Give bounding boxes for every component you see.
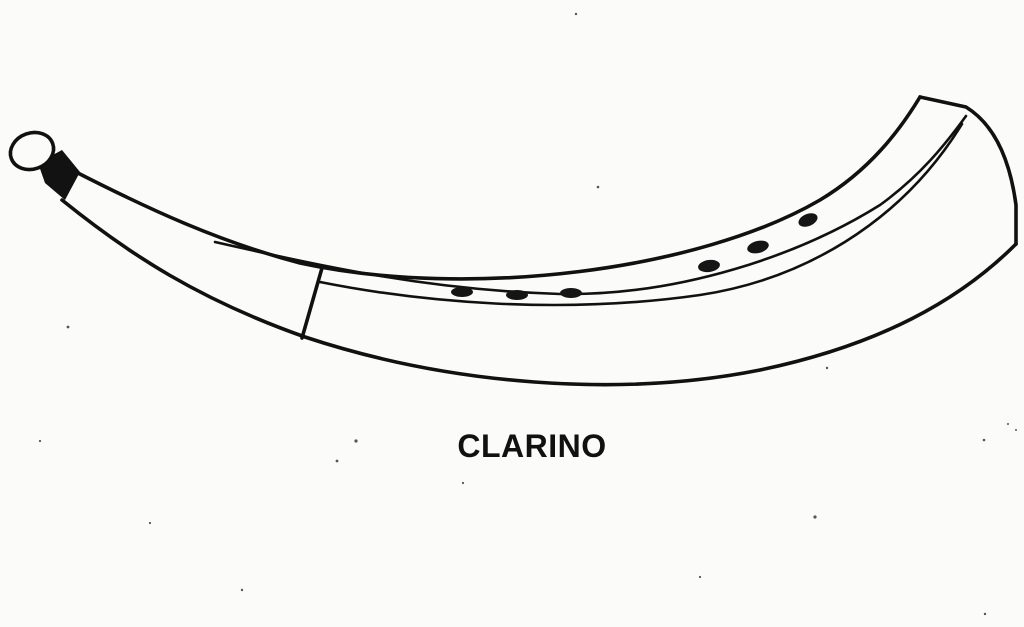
finger-hole — [506, 290, 528, 300]
finger-hole — [560, 288, 582, 298]
figure-caption: CLARINO — [457, 428, 607, 464]
finger-hole — [698, 259, 720, 273]
horn-body — [60, 95, 1018, 387]
finger-hole — [747, 240, 769, 254]
finger-hole — [451, 287, 473, 297]
mouthpiece — [8, 130, 80, 200]
paper-specks — [38, 12, 1017, 616]
finger-hole — [798, 213, 818, 227]
finger-holes — [451, 213, 818, 300]
